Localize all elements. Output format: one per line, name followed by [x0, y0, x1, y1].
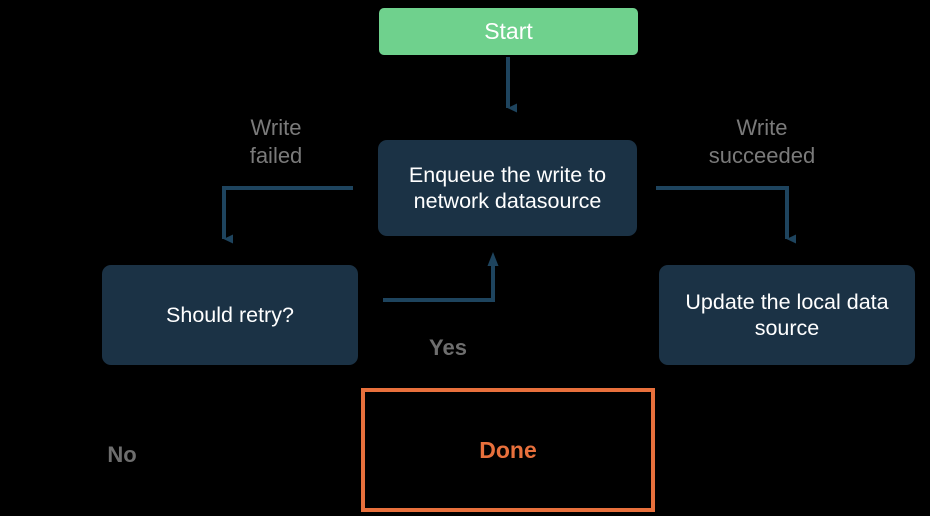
node-start[interactable]: Start	[379, 8, 638, 55]
edge-enqueue-to-update-local	[656, 186, 796, 244]
node-should-retry[interactable]: Should retry?	[102, 265, 358, 365]
edge-label-no: No	[107, 442, 137, 467]
edge-label-write-failed: Write failed	[249, 115, 303, 169]
node-update-local-data-source[interactable]: Update the local data source	[659, 265, 915, 365]
node-update-local-data-source-label: Update the local data source	[685, 289, 889, 340]
edge-label-yes: Yes	[429, 335, 467, 360]
edge-label-write-succeeded: Write succeeded	[708, 115, 816, 169]
edge-enqueue-to-should-retry	[222, 186, 353, 244]
node-should-retry-label: Should retry?	[166, 302, 294, 327]
edge-should-retry-yes-to-enqueue	[383, 252, 499, 302]
node-done[interactable]: Done	[361, 388, 655, 512]
node-done-label: Done	[479, 436, 537, 463]
node-enqueue-write-label: Enqueue the write to network datasource	[408, 162, 607, 213]
node-start-label: Start	[484, 18, 533, 45]
node-enqueue-write[interactable]: Enqueue the write to network datasource	[378, 140, 637, 236]
